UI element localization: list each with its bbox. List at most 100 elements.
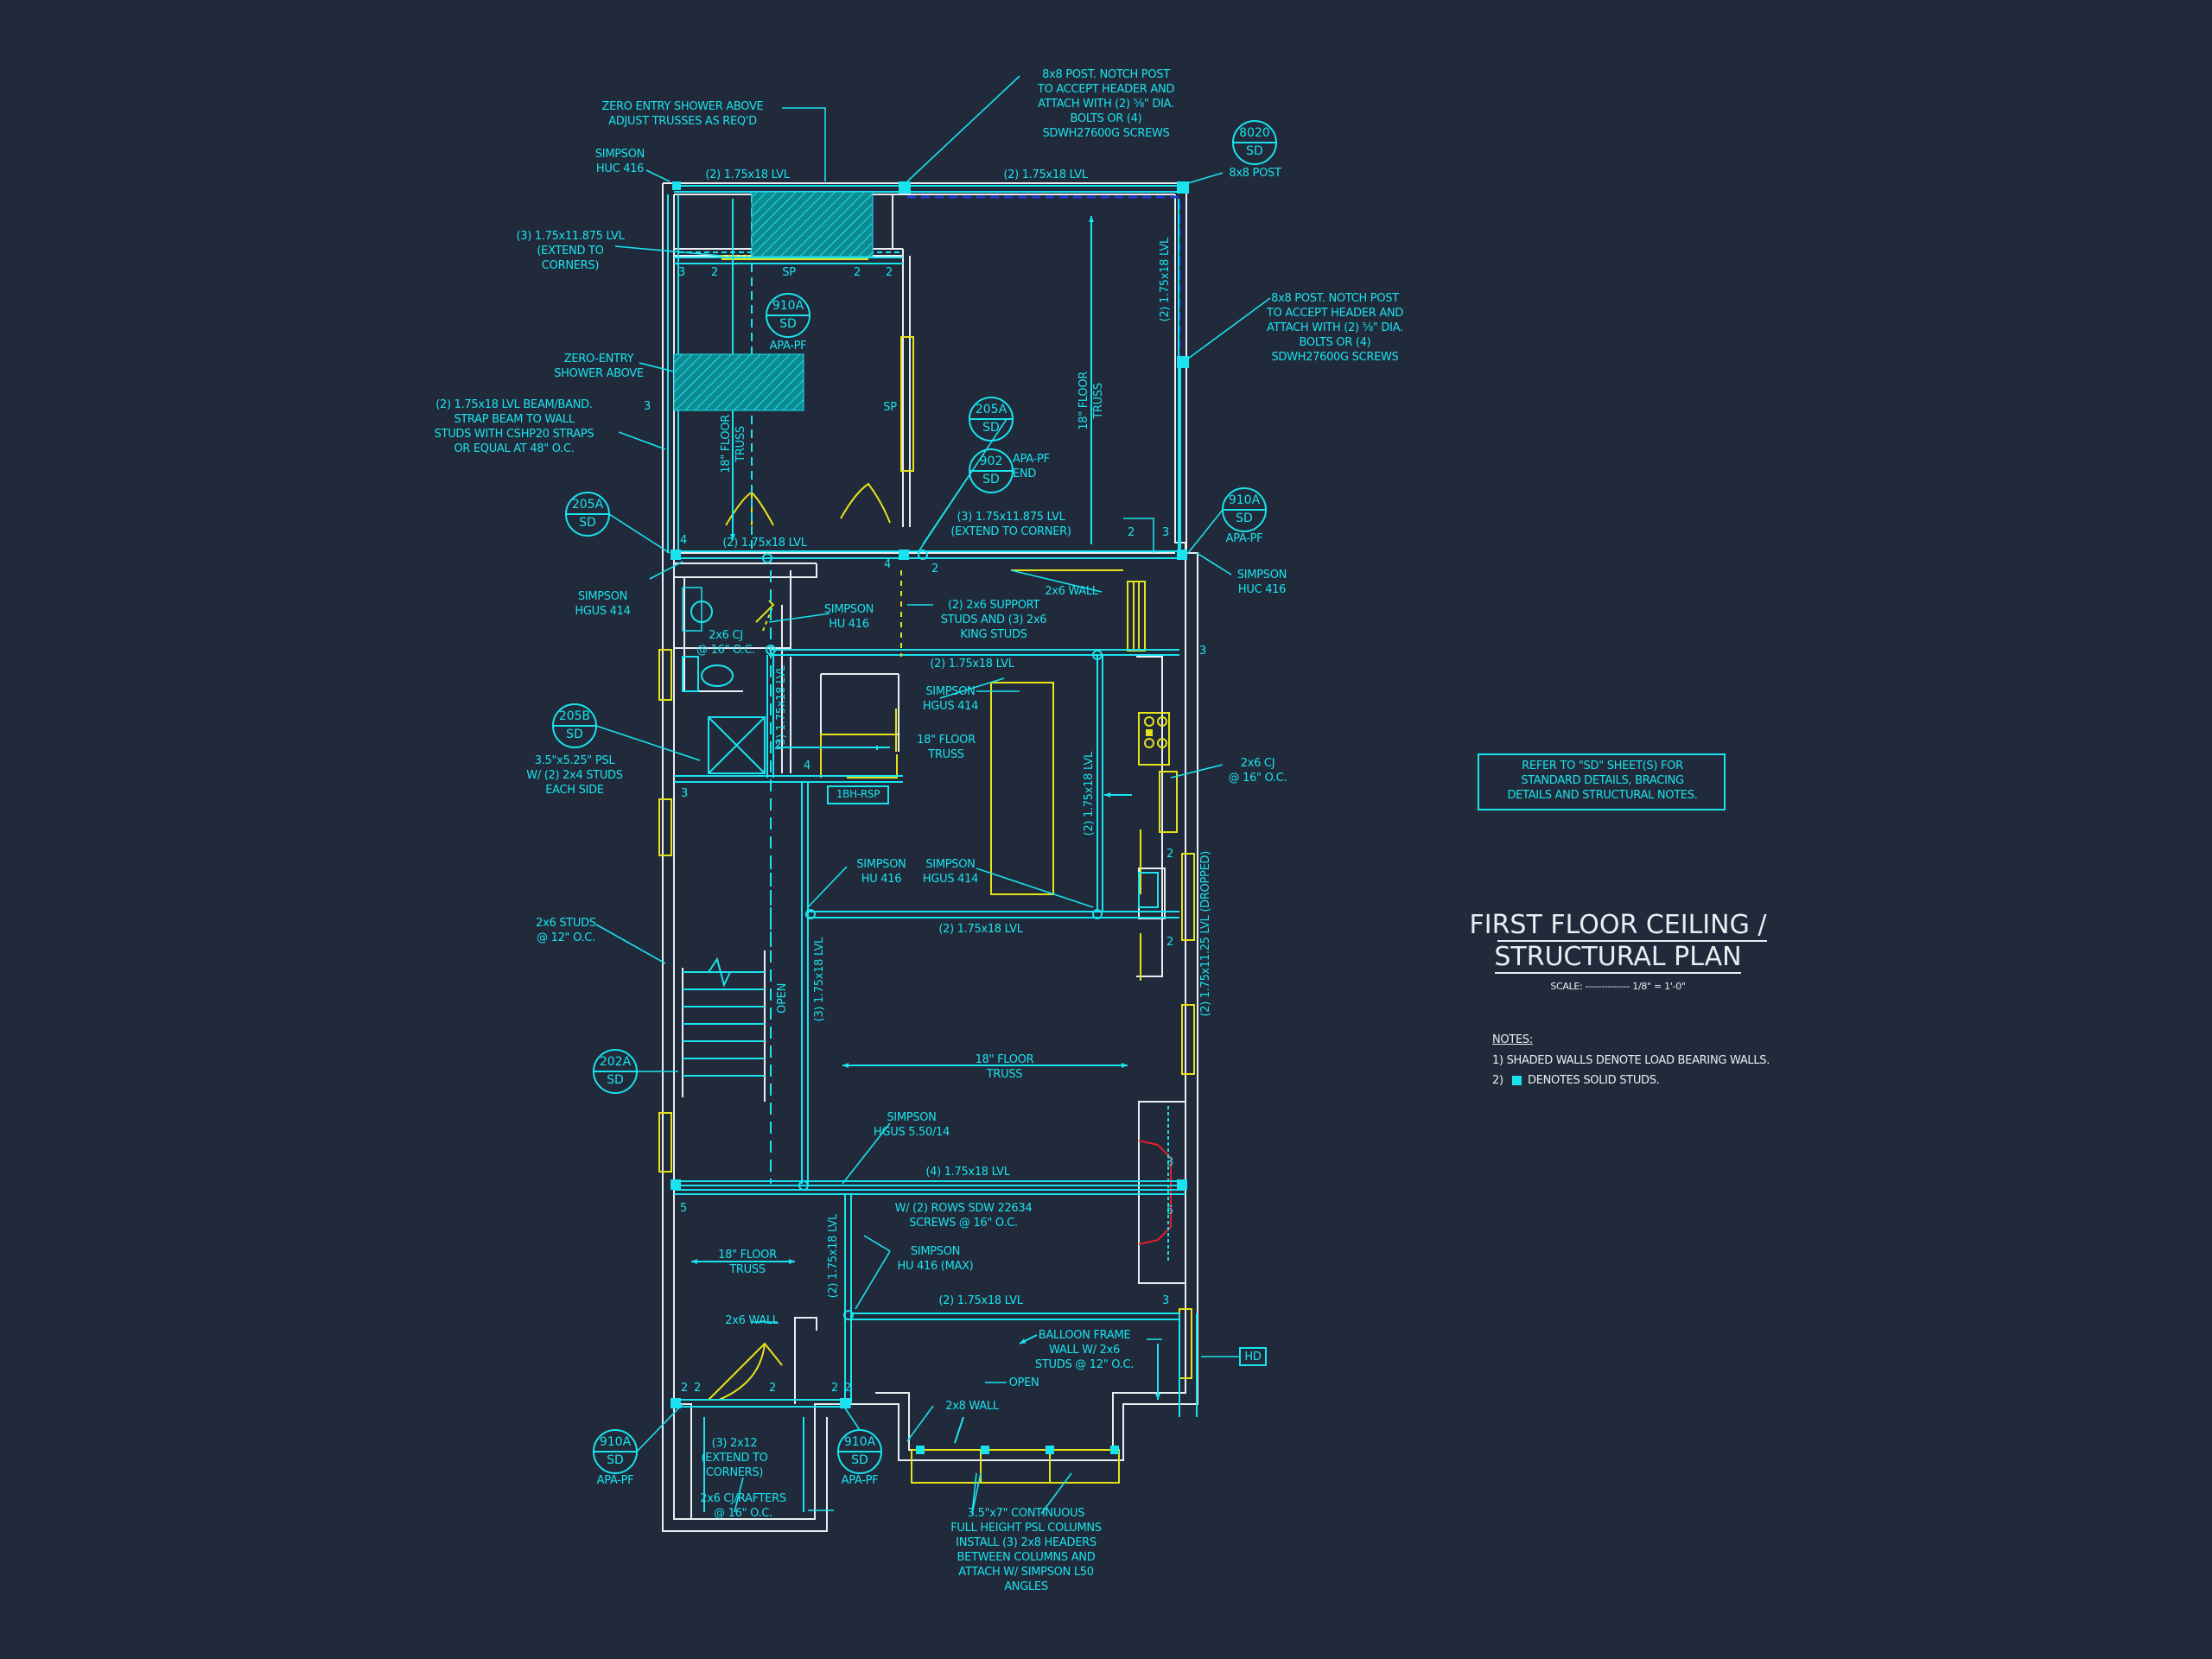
tag-910a-upper[interactable] xyxy=(766,293,810,338)
label-beam-band: (2) 1.75x18 LVL BEAM/BAND.STRAP BEAM TO … xyxy=(415,397,613,456)
label-rows-sdw-line: W/ (2) ROWS SDW 22634 xyxy=(894,1202,1033,1215)
label-lvl-2-470: (2) 1.75x18 LVL xyxy=(930,658,1014,671)
label-simpson-hgus550-line: SIMPSON xyxy=(887,1111,937,1124)
label-beam-band-line: STUDS WITH CSHP20 STRAPS xyxy=(434,428,594,441)
num-2: 2 xyxy=(769,1382,776,1395)
num-2: 2 xyxy=(1166,936,1173,949)
tag-8020[interactable] xyxy=(1232,120,1277,165)
label-psl-columns-line: BETWEEN COLUMNS AND xyxy=(957,1551,1096,1564)
solid-stud-legend-icon xyxy=(1512,1076,1522,1085)
label-floor-truss-low-line: TRUSS xyxy=(986,1068,1023,1081)
label-lvl-3-extend-line: CORNERS) xyxy=(541,259,600,272)
label-cj-16-left-line: @ 16" O.C. xyxy=(696,644,755,657)
label-rows-sdw-line: SCREWS @ 16" O.C. xyxy=(909,1217,1018,1230)
label-simpson-hu416-max-line: SIMPSON xyxy=(910,1245,961,1258)
label-simpson-huc416-right-line: SIMPSON xyxy=(1236,569,1287,582)
label-post-top-line: ATTACH WITH (2) ⅝" DIA. xyxy=(1038,98,1174,111)
label-zero-entry-top-line: ZERO ENTRY SHOWER ABOVE xyxy=(601,100,764,113)
tag-902-bottom: SD xyxy=(982,473,1000,486)
label-simpson-hgus414-mid-line: SIMPSON xyxy=(925,685,976,698)
label-lvl-vertical-mid: (2) 1.75x18 LVL xyxy=(1083,752,1096,836)
label-simpson-hgus414-b-line: SIMPSON xyxy=(925,858,976,871)
tag-902[interactable] xyxy=(969,448,1014,493)
tag-902-top: 902 xyxy=(979,454,1003,468)
leader-lines xyxy=(595,75,1271,1515)
label-floor-truss-bottom-line: 18" FLOOR xyxy=(718,1249,777,1262)
label-lvl-2-658: (2) 1.75x18 LVL xyxy=(938,923,1023,936)
label-wall-2x6-bottom: 2x6 WALL xyxy=(725,1314,779,1327)
label-cj-16-left-line: 2x6 CJ xyxy=(709,629,743,642)
tag-205b-top: 205B xyxy=(558,709,591,723)
label-lvl-top-left: (2) 1.75x18 LVL xyxy=(705,168,790,181)
label-lvl-extend-corner-line: (3) 1.75x11.875 LVL xyxy=(957,511,1065,524)
detail-tags xyxy=(552,120,1277,1474)
num-3: 3 xyxy=(644,400,651,413)
num-2: 2 xyxy=(694,1382,701,1395)
refer-note-box xyxy=(1478,753,1726,810)
label-lvl-vertical-bath: (3) 1.75x18 LVL xyxy=(775,665,788,750)
label-psl-left-line: EACH SIDE xyxy=(545,784,604,797)
num-3: 3 xyxy=(1162,526,1169,539)
label-simpson-huc416-top-line: HUC 416 xyxy=(595,162,645,175)
tag-910a-right-bottom: SD xyxy=(1236,512,1253,525)
tag-8020-top: 8020 xyxy=(1239,126,1270,140)
label-lvl-vertical-low: (3) 1.75x18 LVL xyxy=(813,938,826,1022)
label-simpson-hgus414-mid-line: HGUS 414 xyxy=(922,700,979,713)
label-lvl-2-922: (2) 1.75x18 LVL xyxy=(938,1294,1023,1307)
num-2: 2 xyxy=(854,266,861,279)
tag-910a-lower-left-bottom: SD xyxy=(607,1453,624,1467)
label-floor-truss-upper-line: 18" FLOOR xyxy=(720,415,733,474)
tag-910a-right-top: 910A xyxy=(1228,493,1261,507)
num-2: 2 xyxy=(774,740,781,753)
label-lvl-4: (4) 1.75x18 LVL xyxy=(925,1166,1010,1179)
label-lvl-vertical-right: (2) 1.75x18 LVL xyxy=(1159,238,1172,322)
title-underline-1 xyxy=(1497,940,1767,942)
title-line-2: STRUCTURAL PLAN xyxy=(1494,942,1742,972)
tag-910a-lower-mid-caption: APA-PF xyxy=(841,1474,879,1487)
refer-note-line: REFER TO "SD" SHEET(S) FOR xyxy=(1522,760,1683,772)
label-psl-left-line: W/ (2) 2x4 STUDS xyxy=(526,769,623,782)
tag-910a-lower-mid-bottom: SD xyxy=(851,1453,868,1467)
label-cj-16-right-line: @ 16" O.C. xyxy=(1228,772,1287,785)
tag-910a-right-caption: APA-PF xyxy=(1225,532,1263,545)
title-underline-2 xyxy=(1495,972,1741,974)
label-balloon-line: BALLOON FRAME xyxy=(1038,1329,1131,1342)
refer-note-line: DETAILS AND STRUCTURAL NOTES. xyxy=(1507,789,1698,802)
tag-205a-left-top: 205A xyxy=(571,498,604,512)
label-lvl-2x12-line: (EXTEND TO xyxy=(701,1452,768,1465)
tag-205a-upper[interactable] xyxy=(969,397,1014,442)
load-bearing-walls xyxy=(658,255,1195,1484)
label-post-right-line: BOLTS OR (4) xyxy=(1299,336,1371,349)
num-3: 3 xyxy=(1162,1294,1169,1307)
fireplace xyxy=(1138,1140,1172,1245)
label-lvl-top-right: (2) 1.75x18 LVL xyxy=(1003,168,1088,181)
note-2-prefix: 2) xyxy=(1492,1074,1503,1087)
tag-910a-lower-left-top: 910A xyxy=(599,1435,632,1449)
tag-910a-upper-top: 910A xyxy=(772,299,804,313)
label-balloon-line: STUDS @ 12" O.C. xyxy=(1034,1358,1135,1371)
num-3: 3 xyxy=(1166,1156,1173,1169)
bsp-tag xyxy=(827,785,889,804)
label-simpson-hgus414-b-line: HGUS 414 xyxy=(922,873,979,886)
tag-910a-lower-mid-top: 910A xyxy=(843,1435,876,1449)
label-support-studs-line: STUDS AND (3) 2x6 xyxy=(940,613,1047,626)
solid-studs xyxy=(671,181,1189,1454)
label-lvl-extend-corner: (3) 1.75x11.875 LVL(EXTEND TO CORNER) xyxy=(938,510,1084,539)
label-lvl-extend-corner-line: (EXTEND TO CORNER) xyxy=(950,525,1071,538)
label-simpson-hu416-a-line: SIMPSON xyxy=(823,603,874,616)
label-simpson-hu416-b-line: HU 416 xyxy=(861,873,902,886)
tag-8020-bottom: SD xyxy=(1246,144,1263,158)
label-post-right-line: TO ACCEPT HEADER AND xyxy=(1266,307,1404,320)
label-lvl-vertical-bottom: (2) 1.75x18 LVL xyxy=(827,1214,840,1299)
